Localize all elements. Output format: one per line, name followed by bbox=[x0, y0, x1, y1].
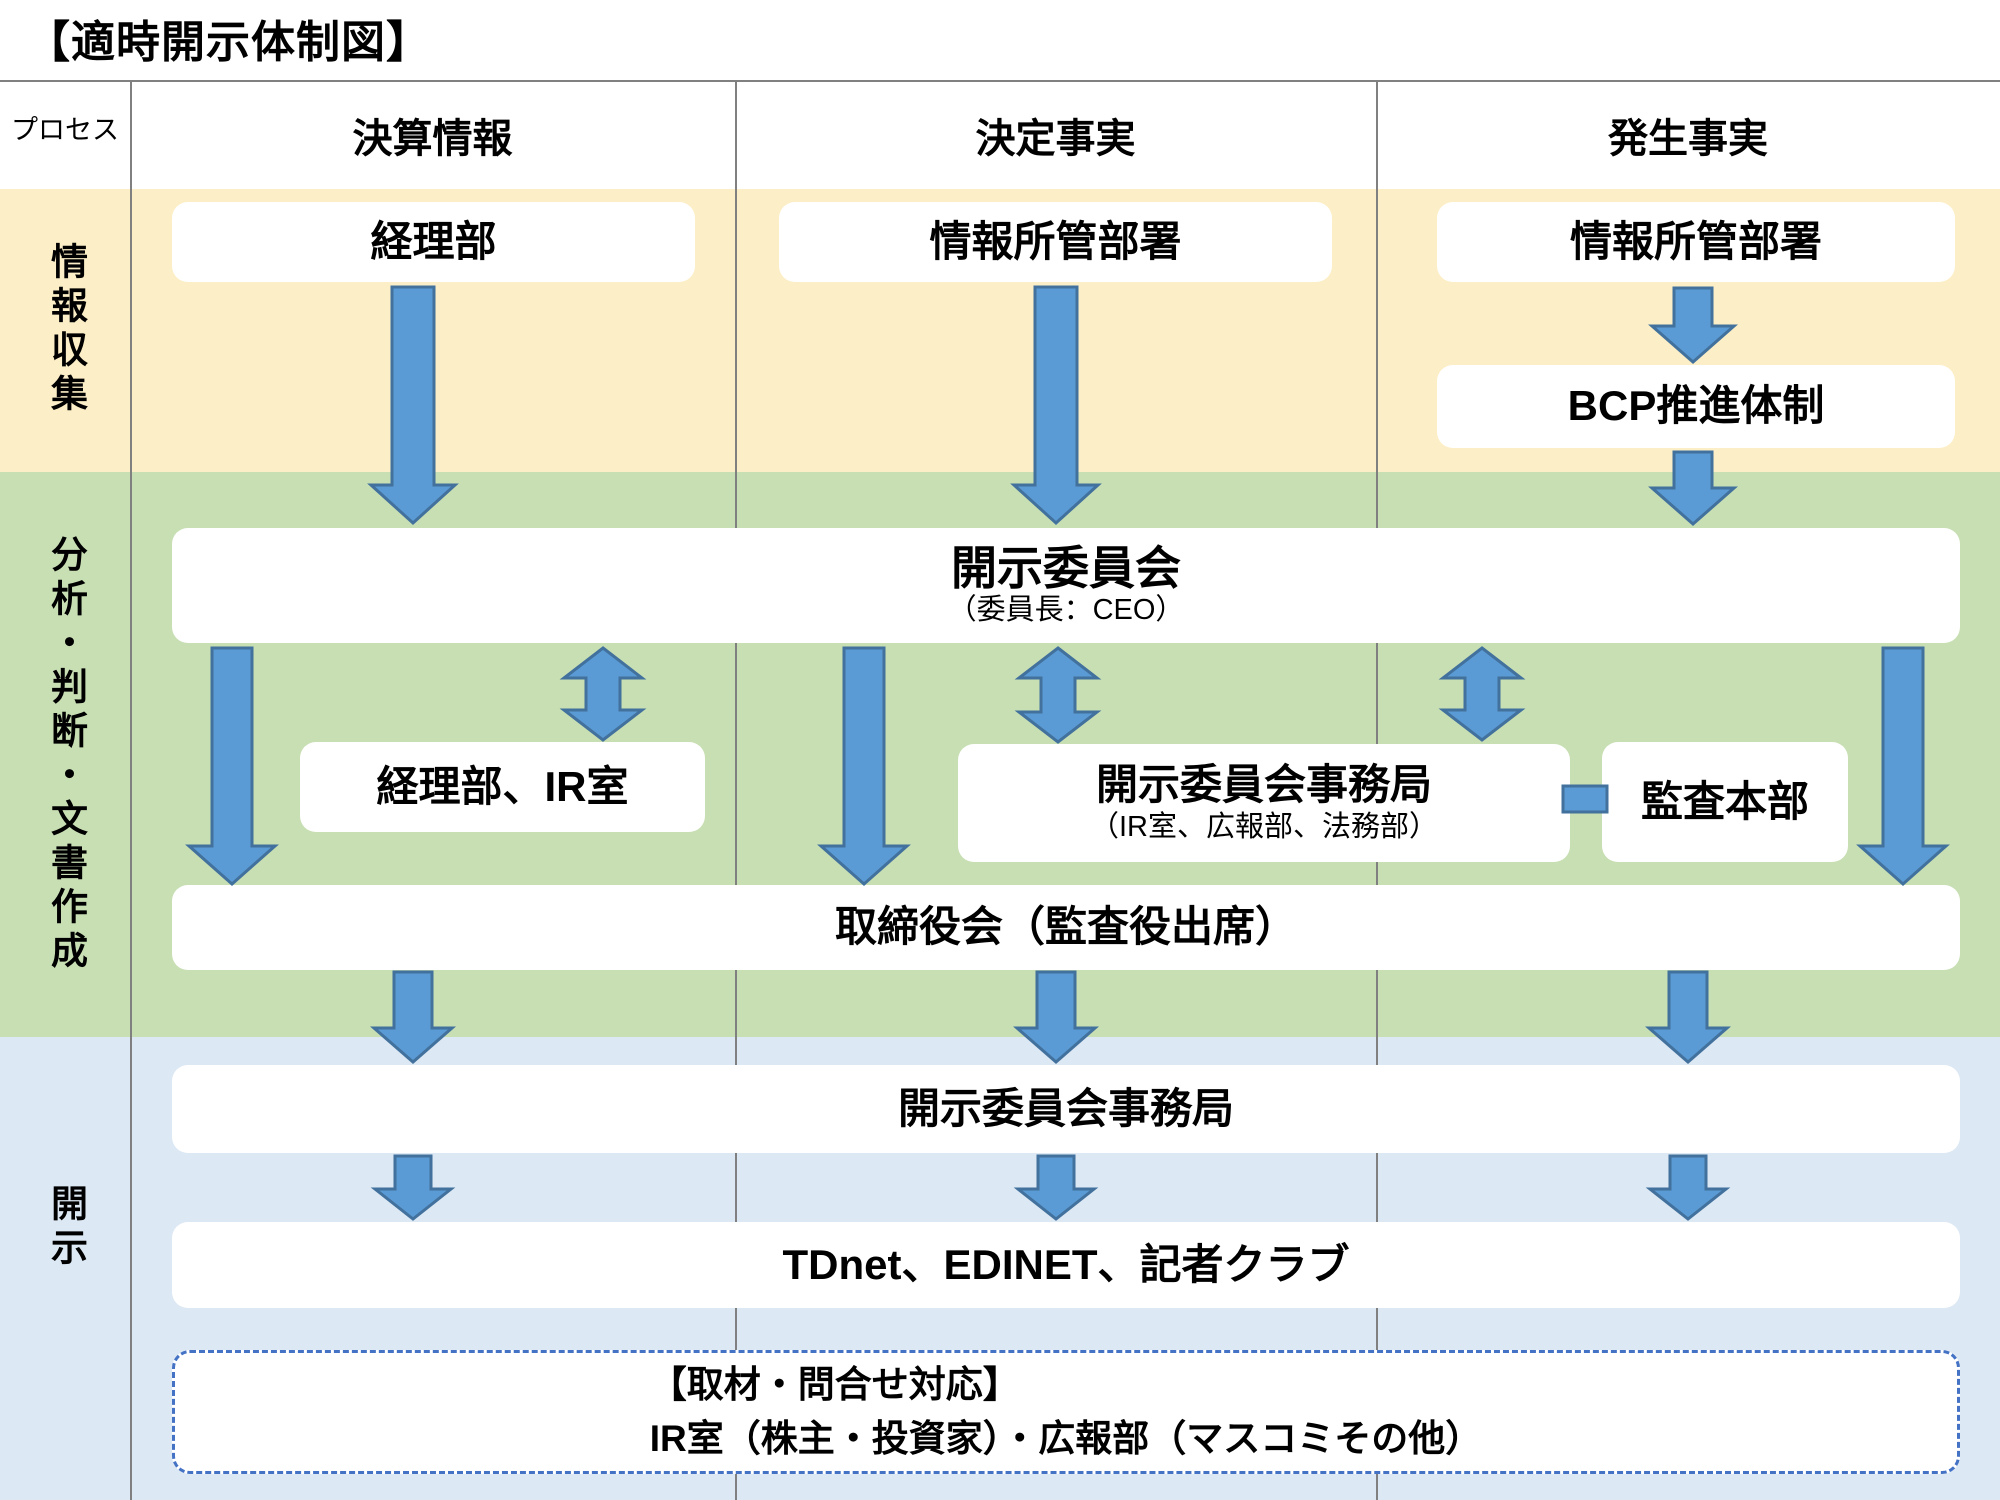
stage-label-analysis-judgment: 分析・判断・文書作成 bbox=[45, 535, 87, 975]
node-committee-secretariat-2: 開示委員会事務局 bbox=[172, 1065, 1960, 1153]
node-info-managing-dept-decided: 情報所管部署 bbox=[779, 202, 1332, 282]
node-info-managing-dept-occurred: 情報所管部署 bbox=[1437, 202, 1955, 282]
node-committee-secretariat-1: 開示委員会事務局 （IR室、広報部、法務部） bbox=[958, 744, 1570, 862]
grid-line-column-1-2 bbox=[735, 80, 737, 1500]
process-header-label: プロセス bbox=[11, 115, 119, 145]
column-header-decided-facts: 決定事実 bbox=[975, 116, 1136, 161]
node-accounting-ir: 経理部、IR室 bbox=[300, 742, 705, 832]
node-inquiry-response: 【取材・問合せ対応】 IR室（株主・投資家）・広報部（マスコミその他） bbox=[172, 1350, 1960, 1474]
stage-label-disclosure: 開示 bbox=[45, 1184, 87, 1272]
table-top-border bbox=[0, 80, 2000, 82]
inquiry-line-2: IR室（株主・投資家）・広報部（マスコミその他） bbox=[649, 1418, 1483, 1459]
node-bcp-promotion: BCP推進体制 bbox=[1437, 365, 1955, 448]
node-accounting-dept: 経理部 bbox=[172, 202, 695, 282]
column-header-financial-results: 決算情報 bbox=[352, 116, 513, 161]
node-board-of-directors: 取締役会（監査役出席） bbox=[172, 885, 1960, 970]
page-title: 【適時開示体制図】 bbox=[26, 18, 431, 67]
column-header-occurred-facts: 発生事実 bbox=[1608, 116, 1768, 161]
node-disclosure-committee: 開示委員会 （委員長：CEO） bbox=[172, 528, 1960, 643]
grid-line-process bbox=[130, 80, 132, 1500]
stage-label-information-collection: 情報収集 bbox=[45, 242, 87, 418]
node-audit-headquarters: 監査本部 bbox=[1602, 742, 1848, 862]
node-tdnet-edinet-pressclub: TDnet、EDINET、記者クラブ bbox=[172, 1222, 1960, 1308]
inquiry-line-1: 【取材・問合せ対応】 bbox=[649, 1364, 1020, 1406]
